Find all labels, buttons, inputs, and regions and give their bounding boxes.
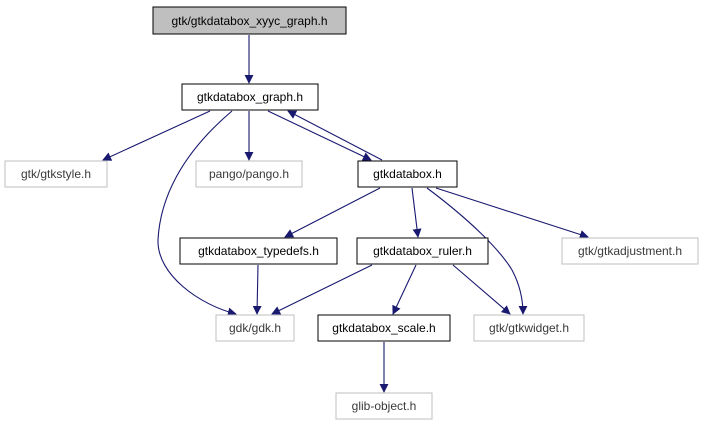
node-gtkdatabox-typedefs-header[interactable]: gtkdatabox_typedefs.h [179, 237, 338, 265]
edge-ruler-to-scale [392, 264, 417, 315]
edge-databox_h-to-typedefs [284, 187, 381, 238]
node-label: gtk/gtkadjustment.h [578, 244, 682, 258]
node-gtkwidget-header[interactable]: gtk/gtkwidget.h [473, 314, 585, 342]
edge-graph_h-to-databox_h [267, 110, 372, 161]
nodes-layer: gtk/gtkdatabox_xyyc_graph.h gtkdatabox_g… [4, 6, 699, 420]
node-gtkstyle-header[interactable]: gtk/gtkstyle.h [4, 160, 108, 188]
node-label: gtkdatabox_ruler.h [373, 244, 472, 258]
node-box [561, 237, 699, 265]
node-box [335, 392, 433, 420]
node-gtkdatabox-ruler-header[interactable]: gtkdatabox_ruler.h [356, 237, 489, 265]
edge-ruler-to-widget [452, 264, 511, 315]
node-box [152, 6, 347, 35]
edge-databox_h-to-graph_h [287, 110, 383, 161]
node-gtkdatabox-graph-header[interactable]: gtkdatabox_graph.h [181, 83, 319, 111]
edge-databox_h-to-ruler [411, 187, 422, 238]
node-box [317, 314, 451, 342]
node-label: gtkdatabox_scale.h [332, 321, 435, 335]
node-pango-header[interactable]: pango/pango.h [195, 160, 303, 188]
node-box [215, 314, 295, 342]
node-box [181, 83, 319, 111]
node-label: gdk/gdk.h [229, 321, 281, 335]
edge-graph_h-to-gtkstyle [102, 110, 211, 161]
node-label: gtk/gtkwidget.h [489, 321, 569, 335]
node-label: gtkdatabox_typedefs.h [198, 244, 319, 258]
node-root-header[interactable]: gtk/gtkdatabox_xyyc_graph.h [152, 6, 347, 35]
edge-databox_h-to-adjustment [435, 187, 589, 239]
node-label: pango/pango.h [209, 167, 289, 181]
edge-typedefs-to-gdk [252, 264, 262, 315]
edge-graph_h-to-gdk [157, 110, 237, 317]
node-label: gtk/gtkstyle.h [21, 167, 91, 181]
node-box [356, 237, 489, 265]
node-box [473, 314, 585, 342]
node-box [357, 160, 458, 188]
node-gdk-header[interactable]: gdk/gdk.h [215, 314, 295, 342]
node-label: gtk/gtkdatabox_xyyc_graph.h [171, 14, 327, 28]
node-label: gtkdatabox.h [373, 167, 442, 181]
node-gtkadjustment-header[interactable]: gtk/gtkadjustment.h [561, 237, 699, 265]
node-box [195, 160, 303, 188]
edge-databox_h-to-widget [426, 187, 528, 315]
node-label: glib-object.h [352, 399, 417, 413]
node-gtkdatabox-scale-header[interactable]: gtkdatabox_scale.h [317, 314, 451, 342]
edges-layer [102, 35, 589, 393]
node-glib-object-header[interactable]: glib-object.h [335, 392, 433, 420]
node-box [179, 237, 338, 265]
edge-ruler-to-gdk [271, 264, 373, 315]
node-gtkdatabox-header[interactable]: gtkdatabox.h [357, 160, 458, 188]
node-label: gtkdatabox_graph.h [197, 90, 303, 104]
node-box [4, 160, 108, 188]
